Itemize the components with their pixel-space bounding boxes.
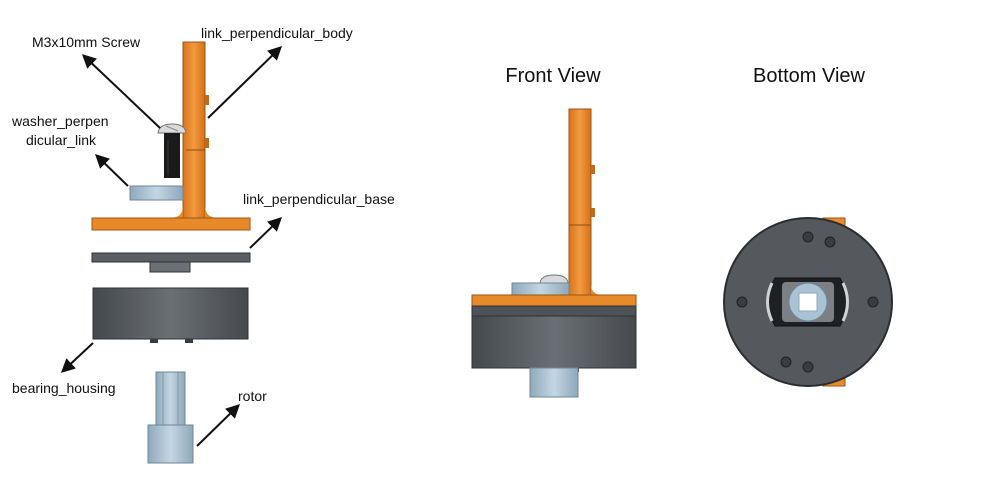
- bottom-hole: [867, 296, 879, 308]
- link-perpendicular-body: [182, 41, 206, 221]
- front-washer: [511, 282, 570, 296]
- base-boss: [149, 261, 191, 273]
- bottom-rotor-bore: [798, 292, 818, 312]
- rotor-hub: [147, 424, 194, 464]
- label-rotor: rotor: [238, 388, 267, 404]
- bottom-hole: [780, 356, 792, 368]
- bottom-hole: [802, 361, 814, 373]
- front-view-title: Front View: [505, 65, 601, 87]
- arrow-base: [249, 217, 283, 249]
- rotor-shaft: [155, 371, 186, 426]
- bottom-hole: [736, 296, 748, 308]
- label-housing: bearing_housing: [12, 380, 116, 396]
- screw-shank: [164, 133, 180, 178]
- front-screw-head: [539, 274, 569, 284]
- body-fillet: [170, 205, 183, 218]
- front-rotor: [529, 367, 579, 398]
- arrow-washer: [94, 154, 129, 187]
- front-flange: [471, 294, 637, 307]
- link-perpendicular-body-flange: [91, 217, 251, 231]
- label-body: link_perpendicular_body: [201, 25, 353, 41]
- front-housing: [471, 315, 637, 369]
- arrow-housing: [60, 342, 94, 373]
- arrow-screw: [81, 54, 161, 129]
- bottom-view-title: Bottom View: [753, 65, 865, 87]
- body-fillet: [205, 205, 218, 218]
- label-base: link_perpendicular_base: [243, 191, 395, 207]
- link-perpendicular-base: [91, 252, 251, 263]
- label-washer-line1: washer_perpen: [11, 113, 109, 129]
- body-bolt-head: [205, 138, 209, 148]
- body-bolt-head: [205, 95, 209, 105]
- exploded-view: M3x10mm Screw link_perpendicular_body wa…: [11, 25, 395, 464]
- bearing-housing: [92, 287, 249, 340]
- front-view: Front View: [471, 65, 637, 398]
- arrow-rotor: [196, 404, 241, 447]
- bottom-view: Bottom View: [723, 65, 893, 387]
- front-body-plate: [568, 108, 592, 297]
- bottom-hole: [802, 231, 814, 243]
- front-base: [471, 305, 637, 317]
- washer-perpendicular-link: [129, 185, 184, 201]
- label-washer-line2: dicular_link: [26, 132, 97, 148]
- label-screw: M3x10mm Screw: [32, 34, 141, 50]
- bottom-hole: [824, 236, 836, 248]
- arrow-body: [207, 46, 283, 119]
